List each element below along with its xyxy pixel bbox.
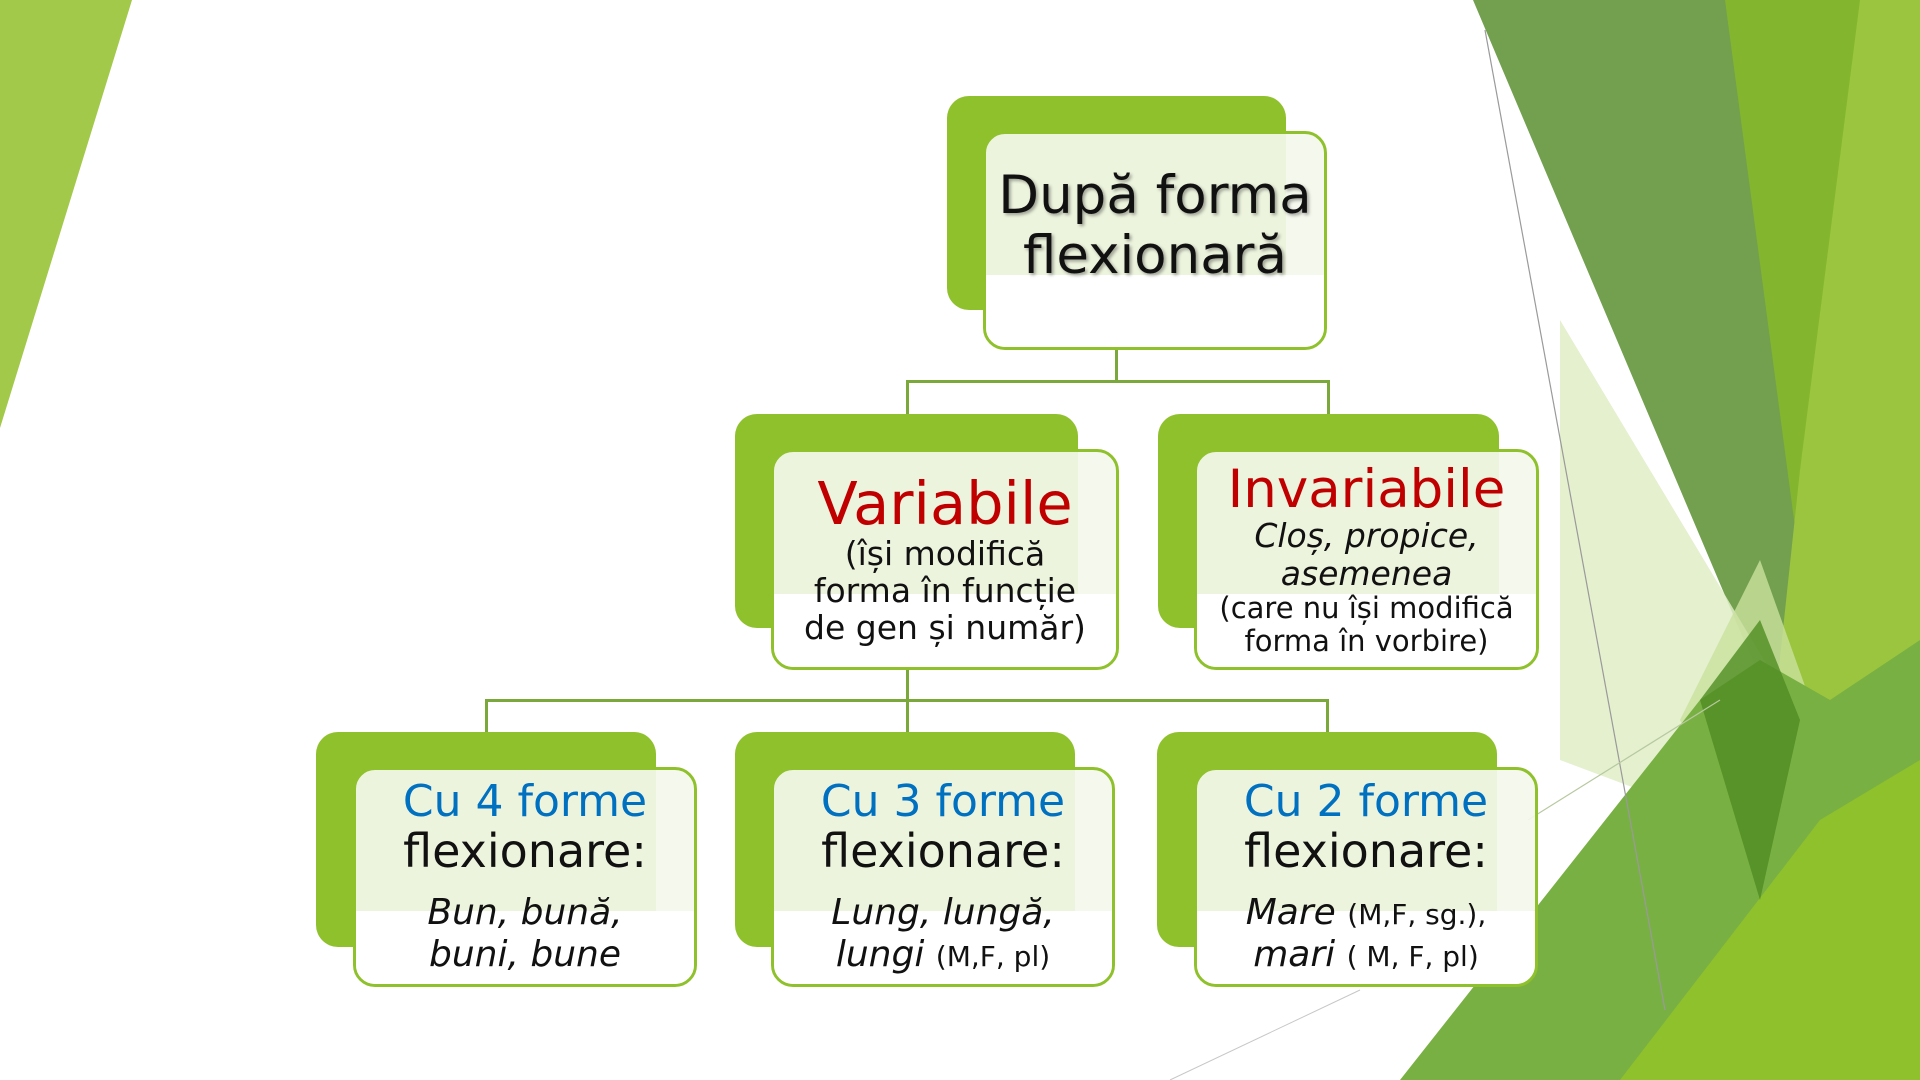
- connector-to-sub1: [485, 699, 488, 733]
- sub3-ex-line2-note: ( M, F, pl): [1346, 940, 1479, 974]
- sub2-title: Cu 3 forme: [820, 776, 1066, 828]
- sub1-title: Cu 4 forme: [402, 776, 648, 828]
- sub3-examples: Mare (M,F, sg.), mari ( M, F, pl): [1246, 892, 1487, 977]
- category-variabile: Variabile (își modifică forma în funcție…: [735, 414, 1119, 670]
- subcategory-4-forms: Cu 4 forme flexionare: Bun, bună, buni, …: [316, 732, 697, 987]
- sub1-ex-line2: buni, bune: [428, 934, 621, 976]
- sub2-front: Cu 3 forme flexionare: Lung, lungă, lung…: [771, 767, 1115, 987]
- thin-line-3: [1169, 989, 1361, 1080]
- sub3-ex-line2-word: mari: [1253, 934, 1336, 976]
- sub1-examples: Bun, bună, buni, bune: [427, 892, 622, 977]
- root-title-line2: flexionară: [1023, 224, 1287, 286]
- sub2-label: flexionare:: [821, 824, 1065, 879]
- connector-to-sub3: [1326, 699, 1329, 733]
- category-invariabile: Invariabile Cloș, propice, asemenea (car…: [1158, 414, 1539, 670]
- invariabile-examples-line1: Cloș, propice,: [1254, 516, 1479, 556]
- invariabile-examples-line2: asemenea: [1280, 553, 1453, 593]
- variabile-front: Variabile (își modifică forma în funcție…: [771, 449, 1119, 670]
- left-green-band: [0, 0, 132, 428]
- variabile-desc-line3: de gen și număr): [804, 608, 1086, 648]
- connector-root-down: [1115, 349, 1118, 382]
- sub2-ex-line2-word: lungi: [835, 934, 925, 976]
- variabile-title: Variabile: [817, 468, 1073, 538]
- root-node-front: După forma flexionară: [983, 131, 1327, 350]
- connector-to-invariabile: [1327, 380, 1330, 415]
- root-title-line1: După forma: [998, 165, 1312, 227]
- sub3-front: Cu 2 forme flexionare: Mare (M,F, sg.), …: [1194, 767, 1538, 987]
- sub2-ex-line2-note: (M,F, pl): [935, 940, 1051, 974]
- root-node: După forma flexionară: [947, 96, 1327, 350]
- thin-line-2: [1527, 699, 1721, 821]
- connector-level1-horizontal: [906, 380, 1330, 383]
- sub3-ex-line1-note: (M,F, sg.),: [1347, 897, 1487, 931]
- right-mid-shape: [1725, 0, 1875, 640]
- sub1-front: Cu 4 forme flexionare: Bun, bună, buni, …: [353, 767, 697, 987]
- invariabile-desc-line2: forma în vorbire): [1244, 623, 1489, 658]
- subcategory-3-forms: Cu 3 forme flexionare: Lung, lungă, lung…: [735, 732, 1115, 987]
- sub1-ex-line1: Bun, bună,: [427, 891, 623, 933]
- variabile-desc-line1: (își modifică: [844, 533, 1046, 573]
- invariabile-front: Invariabile Cloș, propice, asemenea (car…: [1194, 449, 1539, 670]
- subcategory-2-forms: Cu 2 forme flexionare: Mare (M,F, sg.), …: [1157, 732, 1538, 987]
- thin-line-1: [1484, 29, 1666, 1011]
- sub3-ex-line1-word: Mare: [1245, 891, 1336, 933]
- sub3-title: Cu 2 forme: [1243, 776, 1489, 828]
- darker-wedge: [1700, 620, 1800, 900]
- connector-to-variabile: [906, 380, 909, 415]
- variabile-desc-line2: forma în funcție: [813, 570, 1077, 610]
- sub1-label: flexionare:: [403, 824, 647, 879]
- sub2-ex-line1: Lung, lungă,: [831, 891, 1055, 933]
- sub3-label: flexionare:: [1244, 824, 1488, 879]
- bottom-bright-shape: [1620, 760, 1920, 1080]
- invariabile-desc-line1: (care nu își modifică: [1219, 590, 1514, 625]
- invariabile-title: Invariabile: [1227, 458, 1506, 520]
- sub2-examples: Lung, lungă, lungi (M,F, pl): [831, 892, 1054, 977]
- connector-level2-horizontal: [485, 699, 1329, 702]
